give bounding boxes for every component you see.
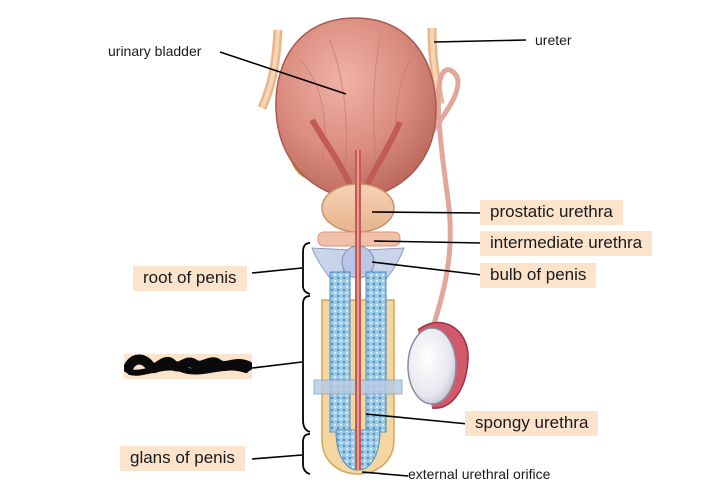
ductus-deferens	[416, 67, 461, 331]
region-brackets	[302, 242, 311, 475]
label-intermediate-urethra: intermediate urethra	[480, 231, 653, 256]
label-ureter: ureter	[535, 32, 572, 48]
label-prostatic-urethra: prostatic urethra	[480, 200, 623, 225]
ureter-left	[257, 29, 283, 110]
label-root-of-penis: root of penis	[133, 266, 247, 291]
testis	[407, 321, 469, 409]
label-external-urethral-orifice: external urethral orifice	[408, 466, 551, 482]
label-bulb-of-penis: bulb of penis	[480, 263, 597, 288]
redaction-scribble	[124, 354, 252, 376]
label-glans-of-penis: glans of penis	[120, 446, 245, 471]
leader-lines	[219, 39, 527, 477]
label-urinary-bladder: urinary bladder	[108, 43, 202, 59]
label-spongy-urethra: spongy urethra	[465, 411, 599, 436]
